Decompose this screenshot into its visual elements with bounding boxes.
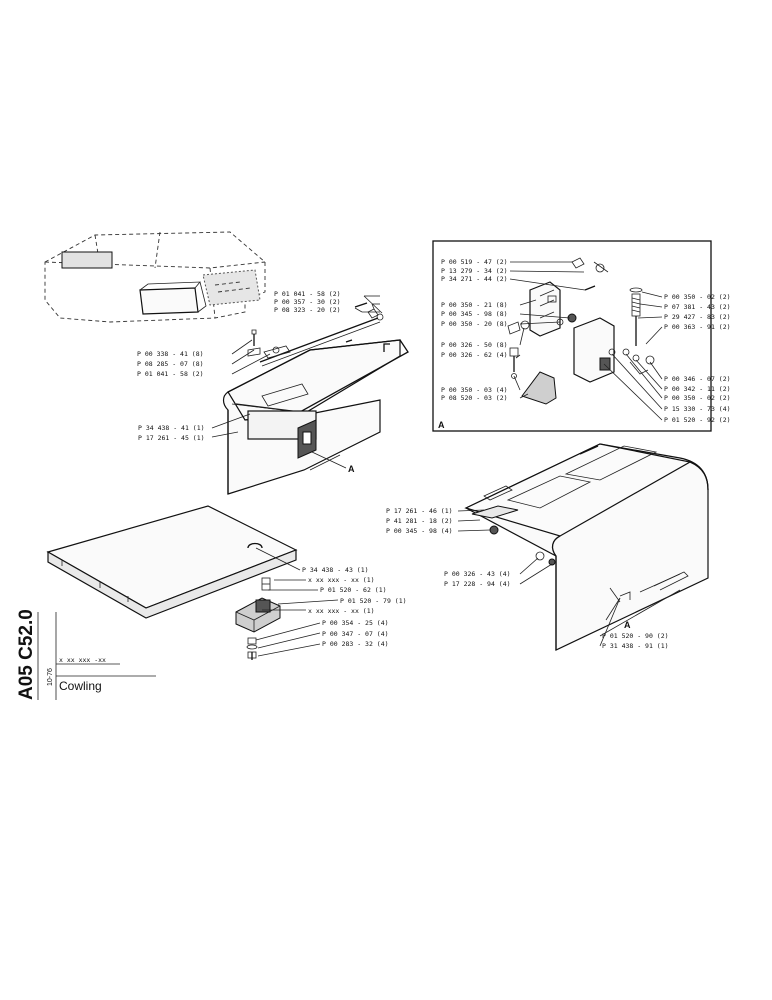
callout-a-main: A [348, 464, 355, 474]
ref-label-p00338-41: P 00 338 - 41 (8) [137, 350, 204, 358]
ref-label-p00346-07: P 00 346 - 07 (2) [664, 375, 731, 383]
ref-label-p07381-43: P 07 381 - 43 (2) [664, 303, 731, 311]
callout-a-detail: A [438, 420, 445, 430]
ref-label-p01520-79: P 01 520 - 79 (1) [340, 597, 407, 605]
sheet-ref-placeholder: x xx xxx -xx [59, 656, 106, 664]
ref-label-p17261-45: P 17 261 - 45 (1) [138, 434, 205, 442]
ref-label-p01041-58-top: P 01 041 - 58 (2) [274, 290, 341, 298]
floor-plate-leaders [255, 547, 339, 657]
ref-label-p00350-03: P 00 350 - 03 (4) [441, 386, 508, 394]
ref-label-p17261-46: P 17 261 - 46 (1) [386, 507, 453, 515]
main-cover-leaders [211, 413, 347, 469]
ref-label-p00326-43: P 00 326 - 43 (4) [444, 570, 511, 578]
ref-label-p41281-18: P 41 281 - 18 (2) [386, 517, 453, 525]
detail-a-frame [432, 240, 712, 432]
ref-label-p00354-25: P 00 354 - 25 (4) [322, 619, 389, 627]
ref-label-p00347-07: P 00 347 - 07 (4) [322, 630, 389, 638]
ref-label-p13279-34: P 13 279 - 34 (2) [441, 267, 508, 275]
top-cover-rod-leaders [354, 295, 383, 314]
title-block [37, 612, 156, 700]
detail-a-left-leaders [509, 261, 586, 399]
ref-label-p00342-11: P 00 342 - 11 (2) [664, 385, 731, 393]
ref-label-p34438-41: P 34 438 - 41 (1) [138, 424, 205, 432]
floor-plate [46, 505, 298, 619]
ref-label-p00363-91: P 00 363 - 91 (2) [664, 323, 731, 331]
right-cowling-leaders [457, 509, 681, 647]
ref-label-p00350-02-b: P 00 350 - 02 (2) [664, 394, 731, 402]
detail-a-parts [507, 257, 655, 405]
ref-label-p17228-94: P 17 228 - 94 (4) [444, 580, 511, 588]
ref-label-p00283-32: P 00 283 - 32 (4) [322, 640, 389, 648]
ref-label-p01520-92: P 01 520 - 92 (2) [664, 416, 731, 424]
detail-a-right-leaders [603, 291, 663, 421]
machine-overview-sketch [44, 231, 266, 323]
ref-label-p00519-47: P 00 519 - 47 (2) [441, 258, 508, 266]
ref-label-p00350-20: P 00 350 - 20 (8) [441, 320, 508, 328]
ref-label-p34271-44: P 34 271 - 44 (2) [441, 275, 508, 283]
ref-label-p01520-90: P 01 520 - 90 (2) [602, 632, 669, 640]
hinge-bolt [247, 329, 291, 359]
sheet-date: 10-76 [47, 668, 54, 686]
ref-label-p01520-62: P 01 520 - 62 (1) [320, 586, 387, 594]
sheet-title: Cowling [59, 679, 102, 693]
ref-label-p00357-30: P 00 357 - 30 (2) [274, 298, 341, 306]
ref-label-p08520-03: P 08 520 - 03 (2) [441, 394, 508, 402]
callout-a-right: A [624, 620, 631, 630]
ref-label-p08285-07: P 08 285 - 07 (8) [137, 360, 204, 368]
ref-label-p00350-02-a: P 00 350 - 02 (2) [664, 293, 731, 301]
ref-label-p15330-73: P 15 330 - 73 (4) [664, 405, 731, 413]
ref-label-p08323-20: P 08 323 - 20 (2) [274, 306, 341, 314]
ref-label-p31438-91: P 31 438 - 91 (1) [602, 642, 669, 650]
ref-label-p00350-21: P 00 350 - 21 (8) [441, 301, 508, 309]
ref-label-placeholder-b: x xx xxx - xx (1) [308, 607, 375, 615]
ref-label-p00326-62: P 00 326 - 62 (4) [441, 351, 508, 359]
right-cowling-fasteners [471, 505, 621, 603]
ref-label-p00326-50: P 00 326 - 50 (8) [441, 341, 508, 349]
ref-label-p29427-83: P 29 427 - 83 (2) [664, 313, 731, 321]
isolator-mount [235, 577, 281, 660]
ref-label-p00345-98-right: P 00 345 - 98 (4) [386, 527, 453, 535]
right-cowling [464, 443, 709, 651]
ref-label-p00345-98-detail: P 00 345 - 98 (8) [441, 310, 508, 318]
main-cover-panel [222, 339, 409, 495]
sheet-code: A05 C52.0 [16, 609, 37, 700]
ref-label-p34438-43: P 34 438 - 43 (1) [302, 566, 369, 574]
ref-label-p01041-58-left: P 01 041 - 58 (2) [137, 370, 204, 378]
hinge-bolt-leaders [231, 339, 271, 375]
ref-label-placeholder-a: x xx xxx - xx (1) [308, 576, 375, 584]
